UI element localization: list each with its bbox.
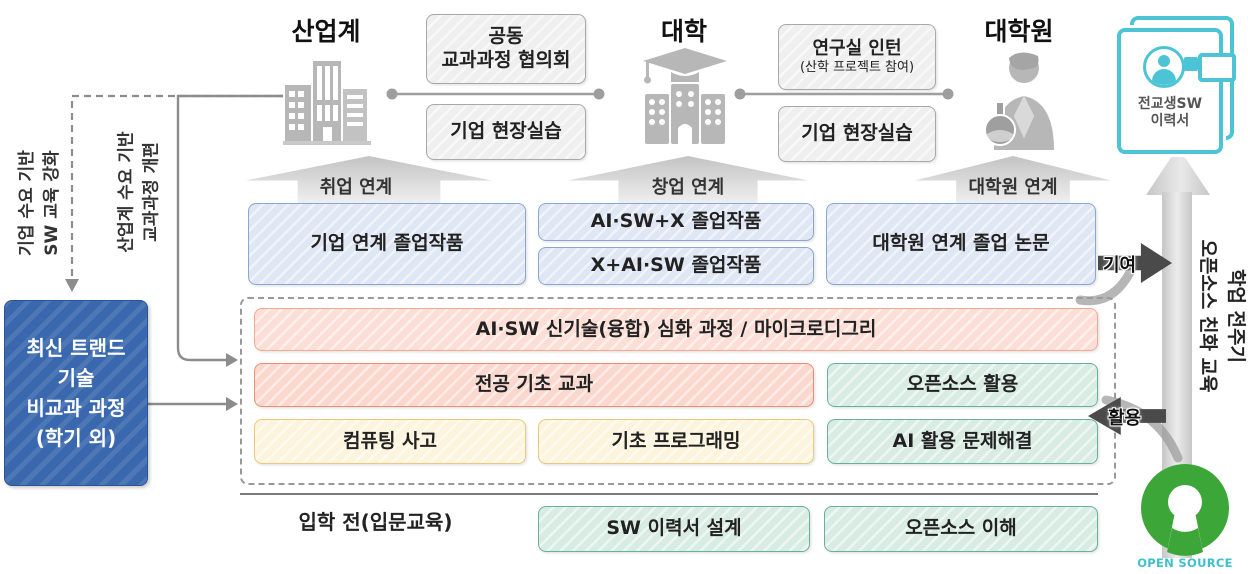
trend-line1: 최신 트랜드 [26, 336, 126, 360]
field-training-box-1: 기업 현장실습 [426, 104, 586, 160]
vlabel-industry-demand-line2: 교과과정 개편 [141, 142, 162, 242]
oss-understanding-label: 오픈소스 이해 [905, 517, 1017, 540]
oss-understanding-box: 오픈소스 이해 [824, 506, 1098, 552]
magnifier-handle-icon [1184, 57, 1198, 71]
job-link-label: 취업 연계 [319, 177, 393, 198]
vlabel-industry-demand: 산업계 수요 기반 교과과정 개편 [117, 110, 163, 275]
field-training-2-label: 기업 현장실습 [801, 122, 913, 145]
trend-line4: (학기 외) [35, 426, 117, 450]
industry-curriculum-arrowhead [226, 353, 238, 367]
trend-line2: 기술 [57, 366, 95, 390]
contribute-label: 기여 [1103, 255, 1137, 276]
oss-use-box: 오픈소스 활용 [827, 363, 1098, 407]
field-training-box-2: 기업 현장실습 [778, 106, 936, 162]
vlabel-company-demand-line1: 기업 수요 기반 [17, 150, 38, 256]
computing-thinking-box: 컴퓨팅 사고 [254, 419, 526, 464]
advanced-course-box: AI·SW 신기술(융합) 심화 과정 / 마이크로디그리 [254, 308, 1098, 351]
header-university: 대학 [660, 17, 707, 46]
vlabel-company-demand-line2: SW 교육 강화 [42, 150, 62, 256]
university-icon [637, 46, 733, 150]
vlabel-lifecycle: 학업 전주기 오픈소스 친화 교육 [1193, 196, 1248, 436]
major-basic-box: 전공 기초 교과 [254, 363, 814, 407]
vlabel-industry-demand-line1: 산업계 수요 기반 [116, 131, 137, 253]
sw-resume-icon: 전교생SW 이력서 [1105, 12, 1240, 154]
aisw-x-capstone-label: AI·SW+X 졸업작품 [590, 210, 762, 233]
sw-resume-design-box: SW 이력서 설계 [538, 506, 810, 552]
dashed-connector-arrowhead [65, 279, 79, 292]
major-basic-label: 전공 기초 교과 [474, 373, 594, 396]
researcher-icon [972, 46, 1064, 152]
advanced-course-label: AI·SW 신기술(융합) 심화 과정 / 마이크로디그리 [475, 317, 877, 340]
resume-doc-front-icon: 전교생SW 이력서 [1117, 28, 1236, 154]
open-source-logo: OPEN SOURCE [1130, 460, 1240, 572]
link-dot-4 [942, 88, 954, 100]
sw-resume-design-label: SW 이력서 설계 [606, 517, 742, 540]
council-box: 공동 교과과정 협의회 [426, 14, 586, 84]
lab-intern-line2: (산학 프로젝트 참여) [799, 60, 915, 76]
link-dot-3 [734, 88, 746, 100]
vlabel-company-demand: 기업 수요 기반 SW 교육 강화 [17, 128, 63, 278]
pre-admission-divider [240, 493, 1098, 495]
magnifier-bar-icon [1198, 53, 1236, 82]
vlabel-lifecycle-line1: 학업 전주기 [1224, 268, 1247, 363]
open-source-wordmark: OPEN SOURCE [1137, 556, 1233, 570]
header-grad: 대학원 [984, 17, 1054, 46]
industry-capstone-box: 기업 연계 졸업작품 [248, 203, 526, 285]
lab-intern-box: 연구실 인턴 (산학 프로젝트 참여) [778, 24, 936, 90]
x-aisw-capstone-box: X+AI·SW 졸업작품 [538, 247, 814, 285]
basic-programming-box: 기초 프로그래밍 [538, 419, 814, 464]
oss-use-label: 오픈소스 활용 [906, 373, 1019, 396]
ai-problem-solving-label: AI 활용 문제해결 [892, 429, 1033, 452]
lab-intern-line1: 연구실 인턴 [812, 37, 902, 59]
grad-thesis-box: 대학원 연계 졸업 논문 [826, 203, 1096, 285]
grad-thesis-label: 대학원 연계 졸업 논문 [872, 232, 1050, 255]
link-dot-1 [386, 88, 398, 100]
council-line2: 교과과정 협의회 [441, 49, 571, 71]
utilize-label: 활용 [1108, 408, 1142, 429]
curriculum-container [240, 297, 1116, 485]
pre-admission-label: 입학 전(입문교육) [298, 510, 453, 534]
trend-line3: 비교과 과정 [26, 396, 126, 420]
industry-capstone-label: 기업 연계 졸업작품 [310, 232, 464, 255]
field-training-1-label: 기업 현장실습 [450, 120, 562, 143]
computing-thinking-label: 컴퓨팅 사고 [342, 429, 437, 452]
vlabel-lifecycle-line2: 오픈소스 친화 교육 [1197, 239, 1219, 393]
startup-link-label: 창업 연계 [651, 177, 725, 198]
council-line1: 공동 [488, 25, 524, 48]
ai-problem-solving-box: AI 활용 문제해결 [827, 419, 1098, 464]
link-dot-2 [593, 88, 605, 100]
x-aisw-capstone-label: X+AI·SW 졸업작품 [590, 254, 762, 277]
resume-icon-label: 전교생SW 이력서 [1137, 96, 1203, 129]
latest-trend-box: 최신 트랜드 기술 비교과 과정 (학기 외) [4, 300, 148, 486]
person-icon [1143, 46, 1185, 88]
aisw-x-capstone-box: AI·SW+X 졸업작품 [538, 203, 814, 241]
header-industry: 산업계 [291, 17, 361, 46]
lifecycle-band-arrowhead [1146, 147, 1210, 195]
trendbox-curriculum-arrowhead [226, 397, 238, 411]
basic-programming-label: 기초 프로그래밍 [611, 429, 741, 452]
grad-link-label: 대학원 연계 [968, 177, 1058, 198]
building-icon [283, 55, 371, 147]
